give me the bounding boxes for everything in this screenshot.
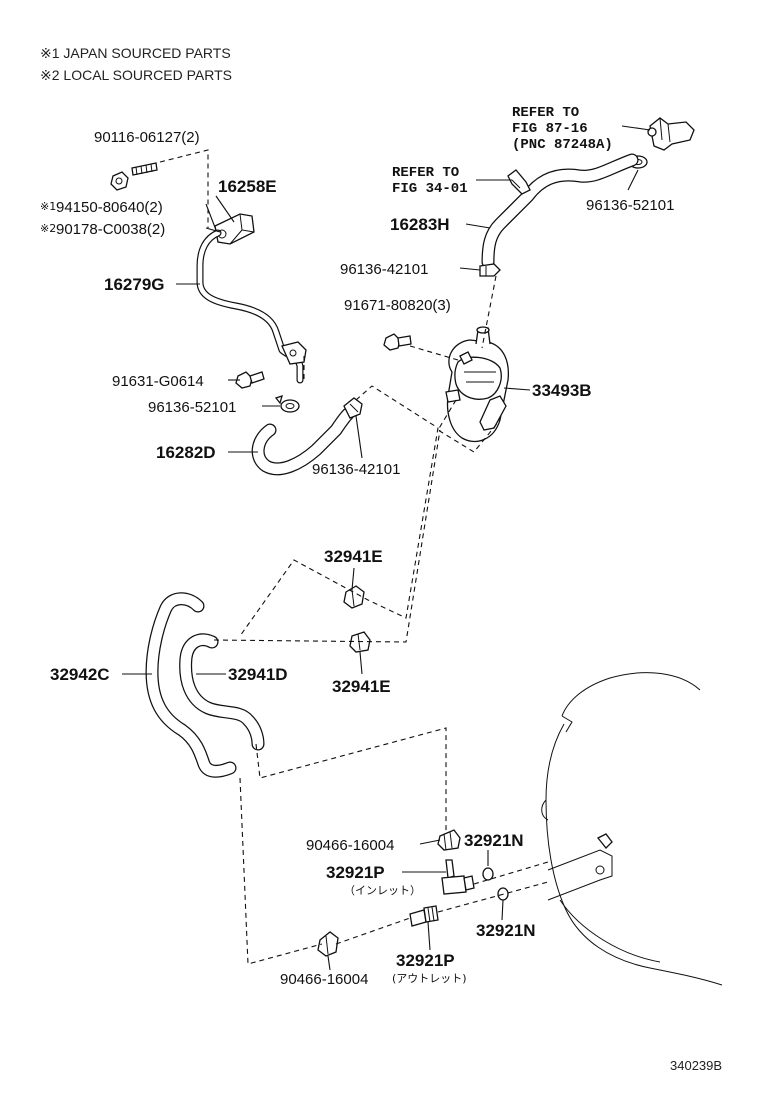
- label-hose-32941d: 32941D: [228, 665, 288, 684]
- refer-fig34-connector[interactable]: [507, 169, 531, 195]
- oil-cooler-33493b[interactable]: [445, 326, 510, 443]
- label-refer-fig87-line2: FIG 87-16: [512, 121, 588, 137]
- plug-90466-bottom[interactable]: [317, 931, 339, 957]
- bolt-91631[interactable]: [235, 371, 265, 389]
- label-inlet-sub: （インレット）: [344, 884, 421, 897]
- refer-fig87-fitting[interactable]: [647, 117, 695, 151]
- leader-lines: [122, 125, 651, 971]
- hose-32942c[interactable]: [145, 592, 237, 778]
- diagram-code: 340239B: [670, 1058, 722, 1073]
- label-clamp-32941e-top: 32941E: [324, 547, 383, 566]
- label-bolt-91671: 91671-80820(3): [344, 297, 451, 314]
- pipe-16279g[interactable]: [196, 229, 307, 384]
- label-refer-fig87-line1: REFER TO: [512, 105, 579, 121]
- note-japan-sourced: ※1 JAPAN SOURCED PARTS: [40, 45, 231, 61]
- label-outlet-sub: (アウトレット): [392, 972, 467, 985]
- label-clip-96136-42101-up: 96136-42101: [340, 261, 428, 278]
- clip-96136-52101-left[interactable]: [274, 394, 300, 413]
- label-union-32921p-inlet: 32921P: [326, 863, 385, 882]
- label-clamp-32941e-bottom: 32941E: [332, 677, 391, 696]
- clip-96136-42101-up[interactable]: [479, 263, 501, 277]
- label-refer-fig34-line2: FIG 34-01: [392, 181, 468, 197]
- clamp-32941e-top[interactable]: [343, 585, 365, 609]
- label-clip-96136-42101-low: 96136-42101: [312, 461, 400, 478]
- label-oring-32921n-top: 32921N: [464, 831, 524, 850]
- label-bolt-90116: 90116-06127(2): [94, 129, 200, 146]
- label-gasket-94150: 94150-80640(2): [56, 199, 163, 216]
- hose-16282d[interactable]: [251, 407, 355, 476]
- union-32921p-inlet[interactable]: [441, 859, 475, 895]
- transmission-case-outline: [541, 672, 723, 986]
- hose-32941d[interactable]: [179, 633, 265, 751]
- label-refer-fig87-line3: (PNC 87248A): [512, 137, 613, 153]
- label-oil-cooler-33493b: 33493B: [532, 381, 592, 400]
- label-hose-16283h: 16283H: [390, 215, 450, 234]
- label-refer-fig34-line1: REFER TO: [392, 165, 459, 181]
- gasket-16258e[interactable]: [214, 213, 255, 245]
- bolt-91671[interactable]: [383, 333, 412, 351]
- label-clip-96136-52101-right: 96136-52101: [586, 197, 674, 214]
- label-union-32921p-outlet: 32921P: [396, 951, 455, 970]
- nut-94150[interactable]: [110, 171, 129, 191]
- oring-32921n-top[interactable]: [482, 867, 494, 881]
- label-pipe-16279g: 16279G: [104, 275, 165, 294]
- dashed-lines: [159, 149, 549, 965]
- plug-90466-top[interactable]: [437, 829, 461, 851]
- label-oring-32921n-bottom: 32921N: [476, 921, 536, 940]
- label-hose-16282d: 16282D: [156, 443, 216, 462]
- bolt-90116[interactable]: [131, 162, 158, 176]
- label-plug-90466-bottom: 90466-16004: [280, 971, 368, 988]
- union-32921p-outlet[interactable]: [409, 905, 439, 927]
- label-hose-32942c: 32942C: [50, 665, 110, 684]
- label-clip-96136-52101-left: 96136-52101: [148, 399, 236, 416]
- label-note2-mark: ※2: [40, 222, 56, 235]
- label-gasket-16258e: 16258E: [218, 177, 277, 196]
- clip-96136-42101-low[interactable]: [343, 397, 363, 419]
- label-note1-mark: ※1: [40, 200, 56, 213]
- hose-16283h[interactable]: [481, 153, 639, 269]
- label-gasket-90178: 90178-C0038(2): [56, 221, 165, 238]
- label-plug-90466-top: 90466-16004: [306, 837, 394, 854]
- case-bracket: [547, 833, 613, 901]
- label-bolt-91631: 91631-G0614: [112, 373, 204, 390]
- note-local-sourced: ※2 LOCAL SOURCED PARTS: [40, 67, 232, 83]
